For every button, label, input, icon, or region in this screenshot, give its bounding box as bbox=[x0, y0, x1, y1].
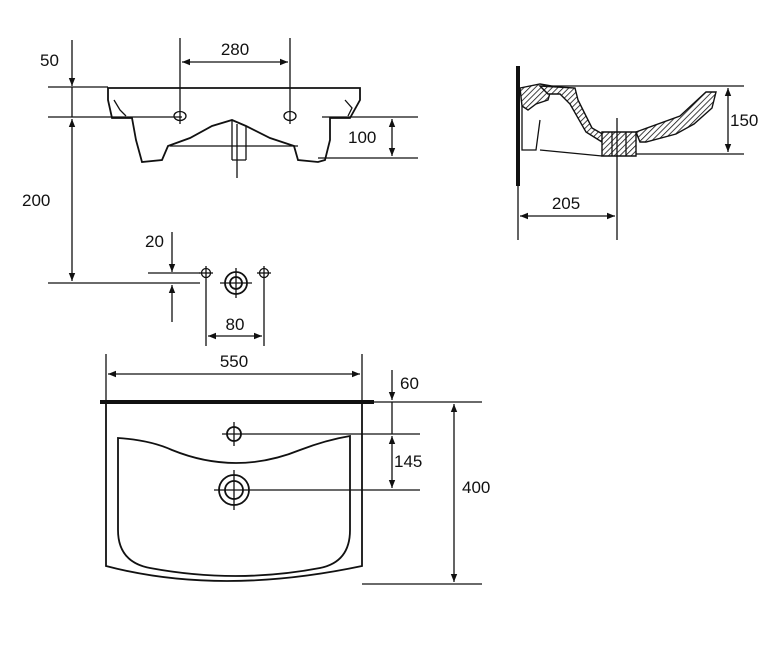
dim-bolt-spacing: 80 bbox=[226, 315, 245, 334]
top-view: 550 60 145 400 bbox=[100, 352, 490, 585]
dim-bolt-offset: 20 bbox=[145, 232, 164, 251]
section-drain-bore bbox=[611, 132, 627, 156]
section-back-support bbox=[521, 106, 541, 151]
top-basin-outline bbox=[105, 402, 363, 582]
front-elevation-view: 280 50 200 100 bbox=[22, 38, 418, 281]
dim-top-offset: 50 bbox=[40, 51, 59, 70]
section-front-lip bbox=[635, 91, 717, 143]
dim-underside-depth: 100 bbox=[348, 128, 376, 147]
dim-wall-to-drain: 205 bbox=[552, 194, 580, 213]
front-waste-outlet bbox=[231, 120, 247, 161]
front-rim-detail-left bbox=[113, 99, 127, 117]
front-basin-outline bbox=[107, 87, 361, 163]
dim-hole-spacing: 280 bbox=[221, 40, 249, 59]
dim-mount-height: 200 bbox=[22, 191, 50, 210]
side-section-view: 150 205 bbox=[516, 66, 758, 240]
section-drain-body bbox=[601, 131, 637, 157]
fixing-points-view: 20 80 bbox=[48, 232, 271, 346]
dim-width: 550 bbox=[220, 352, 248, 371]
dim-depth: 400 bbox=[462, 478, 490, 497]
dim-rim-to-tap: 60 bbox=[400, 374, 419, 393]
top-bowl-outline bbox=[117, 434, 351, 577]
section-basin-shell bbox=[538, 85, 607, 143]
dim-side-height: 150 bbox=[730, 111, 758, 130]
front-rim-detail-right bbox=[344, 99, 353, 117]
dim-tap-to-drain: 145 bbox=[394, 452, 422, 471]
section-underside bbox=[539, 149, 603, 157]
